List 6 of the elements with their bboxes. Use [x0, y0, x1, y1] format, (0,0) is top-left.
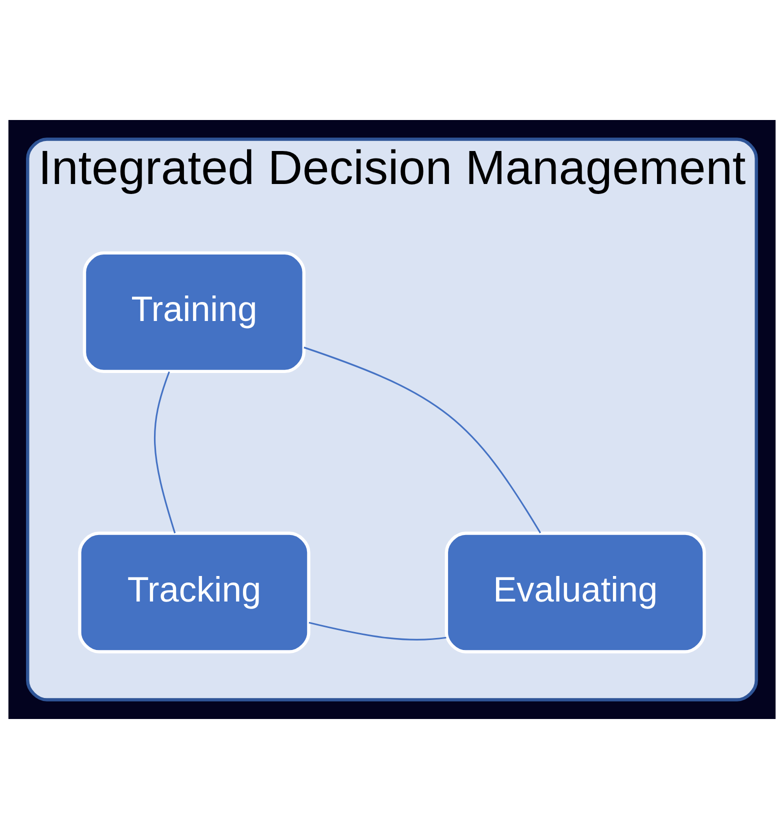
node-box: Tracking	[78, 531, 310, 653]
node-box: Evaluating	[444, 531, 706, 653]
connector	[304, 346, 542, 533]
node-box: Training	[82, 250, 306, 373]
connector	[308, 621, 446, 640]
connector	[154, 370, 176, 533]
